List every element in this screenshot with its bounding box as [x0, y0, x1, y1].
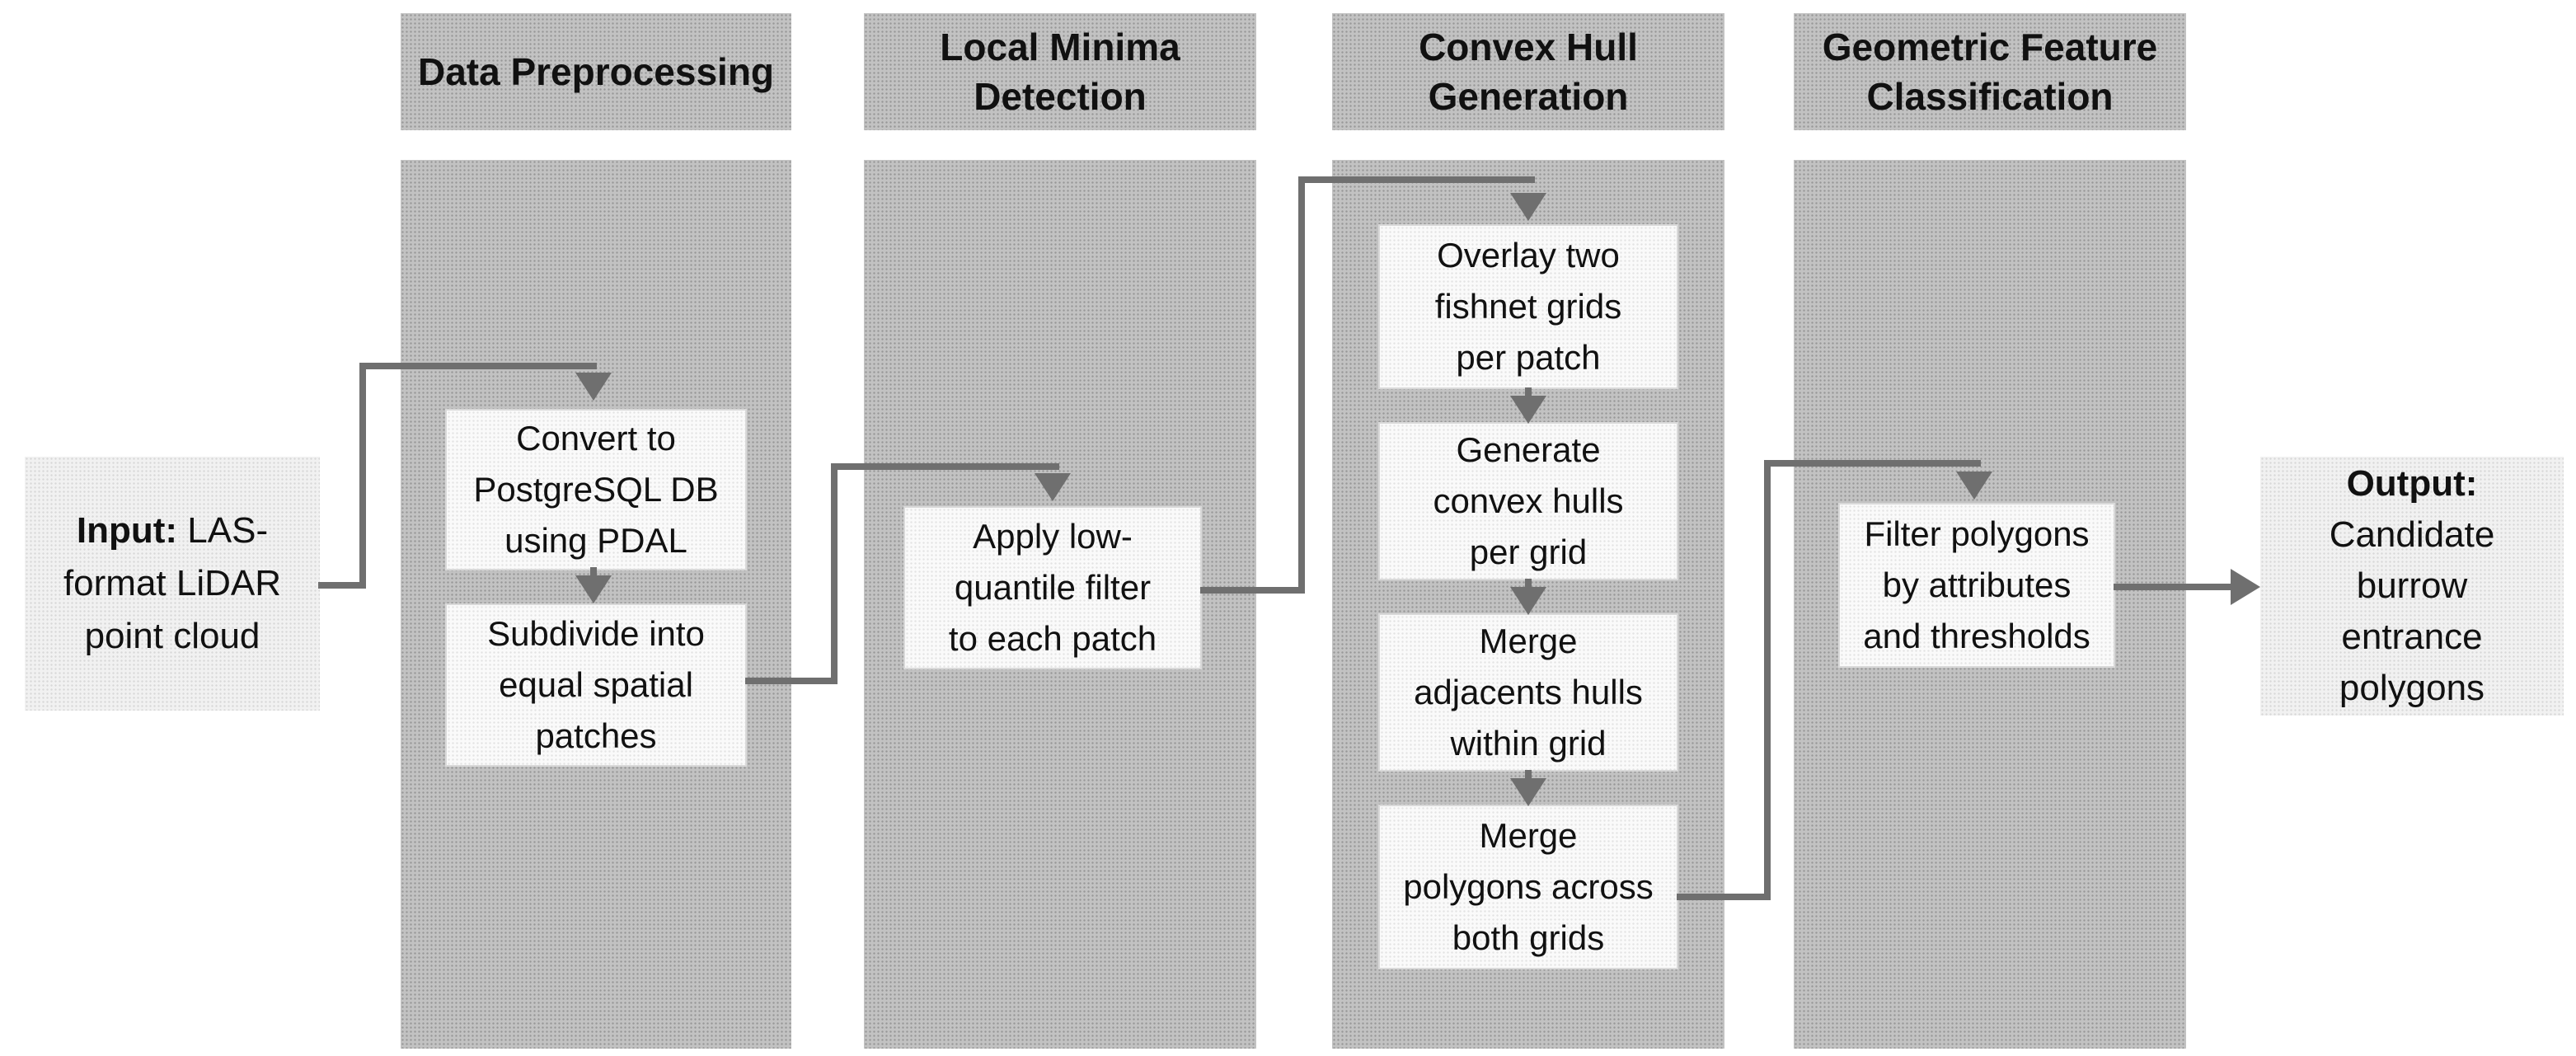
arrowhead-right-into-output-icon — [2231, 569, 2260, 605]
input-text: LAS- format LiDAR point cloud — [63, 510, 282, 656]
column-header-geometric-feature-classification: Geometric Feature Classification — [1794, 13, 2186, 130]
connector-apply-to-overlay-seg2 — [1298, 176, 1305, 594]
connector-overlay-to-generate-seg — [1525, 387, 1532, 399]
column-header-convex-hull-generation: Convex Hull Generation — [1332, 13, 1724, 130]
arrowhead-down-into-filter-icon — [1956, 472, 1992, 500]
step-filter-polygons: Filter polygons by attributes and thresh… — [1838, 503, 2115, 668]
connector-subdivide-to-apply-seg3 — [831, 463, 1059, 470]
connector-apply-to-overlay-seg1 — [1200, 587, 1305, 594]
connector-merge-hulls-to-merge-polygons-seg — [1525, 770, 1532, 781]
input-box: Input: LAS- format LiDAR point cloud — [25, 457, 320, 711]
step-apply-low-quantile-filter: Apply low- quantile filter to each patch — [903, 506, 1202, 669]
input-label: Input: — [76, 510, 178, 551]
column-header-local-minima-detection: Local Minima Detection — [864, 13, 1256, 130]
arrowhead-down-into-overlay-icon — [1510, 193, 1546, 221]
step-convert-postgresql: Convert to PostgreSQL DB using PDAL — [445, 409, 747, 570]
step-generate-convex-hulls: Generate convex hulls per grid — [1378, 422, 1678, 580]
arrowhead-down-into-merge-hulls-icon — [1510, 587, 1546, 615]
arrowhead-down-into-merge-polygons-icon — [1510, 778, 1546, 806]
output-text: Candidate burrow entrance polygons — [2329, 514, 2495, 708]
connector-merge-polygons-to-filter-seg3 — [1764, 460, 1981, 467]
connector-input-to-convert-seg3 — [359, 363, 597, 369]
arrowhead-down-into-convert-icon — [575, 373, 612, 401]
output-box: Output: Candidate burrow entrance polygo… — [2260, 457, 2564, 716]
connector-generate-to-merge-hulls-seg — [1525, 579, 1532, 590]
step-merge-adjacent-hulls: Merge adjacents hulls within grid — [1378, 613, 1678, 772]
connector-convert-to-subdivide-seg — [590, 567, 597, 579]
step-merge-polygons-across-grids: Merge polygons across both grids — [1378, 805, 1678, 969]
arrowhead-down-into-generate-icon — [1510, 396, 1546, 424]
arrowhead-down-into-subdivide-icon — [575, 575, 612, 603]
connector-apply-to-overlay-seg3 — [1298, 176, 1535, 183]
connector-merge-polygons-to-filter-seg1 — [1677, 894, 1771, 900]
connector-subdivide-to-apply-seg1 — [745, 678, 838, 684]
step-overlay-fishnet-grids: Overlay two fishnet grids per patch — [1378, 224, 1678, 389]
connector-input-to-convert-seg1 — [318, 582, 366, 589]
column-header-data-preprocessing: Data Preprocessing — [401, 13, 791, 130]
arrowhead-down-into-apply-icon — [1035, 473, 1071, 501]
output-label: Output: — [2346, 463, 2478, 504]
step-subdivide-patches: Subdivide into equal spatial patches — [445, 603, 747, 767]
connector-subdivide-to-apply-seg2 — [831, 463, 838, 684]
connector-merge-polygons-to-filter-seg2 — [1764, 460, 1771, 900]
connector-filter-to-output-seg — [2114, 584, 2232, 590]
connector-input-to-convert-seg2 — [359, 363, 366, 589]
